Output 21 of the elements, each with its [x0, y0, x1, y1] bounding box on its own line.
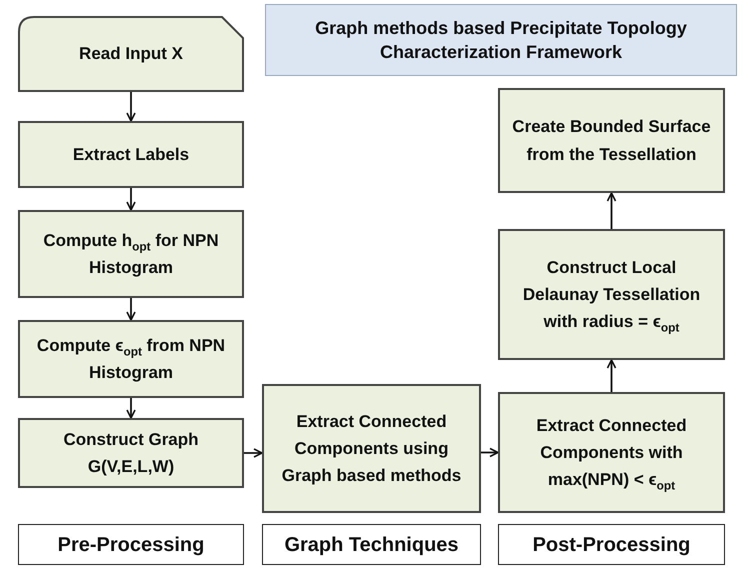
arrow	[126, 188, 136, 211]
arrow	[126, 398, 136, 419]
arrow	[606, 192, 616, 229]
section-label: Pre-Processing	[18, 524, 244, 565]
process-box: Extract Connected Components using Graph based methods	[262, 384, 481, 513]
arrow	[481, 448, 499, 458]
process-box: Construct Graph G(V,E,L,W)	[18, 418, 244, 488]
process-box: Compute h$_{opt}$ for NPN Histogram	[18, 210, 244, 298]
input-card: Read Input X	[18, 16, 244, 92]
section-label: Graph Techniques	[262, 524, 481, 565]
process-box: Extract Labels	[18, 121, 244, 188]
title-box: Graph methods based Precipitate Topology Characterization Framework	[265, 4, 737, 76]
process-box: Create Bounded Surface from the Tessellation	[498, 88, 725, 193]
arrow	[606, 359, 616, 392]
process-box: Compute ϵ$_{opt}$ from NPN Histogram	[18, 320, 244, 398]
process-box: Extract Connected Components with max(NPN) < ϵ$_{opt}$	[498, 392, 725, 513]
arrow	[126, 298, 136, 321]
arrow	[244, 448, 263, 458]
section-label: Post-Processing	[498, 524, 725, 565]
arrow	[126, 92, 136, 122]
process-box: Construct Local Delaunay Tessellation with radius = ϵ$_{opt}$	[498, 229, 725, 360]
